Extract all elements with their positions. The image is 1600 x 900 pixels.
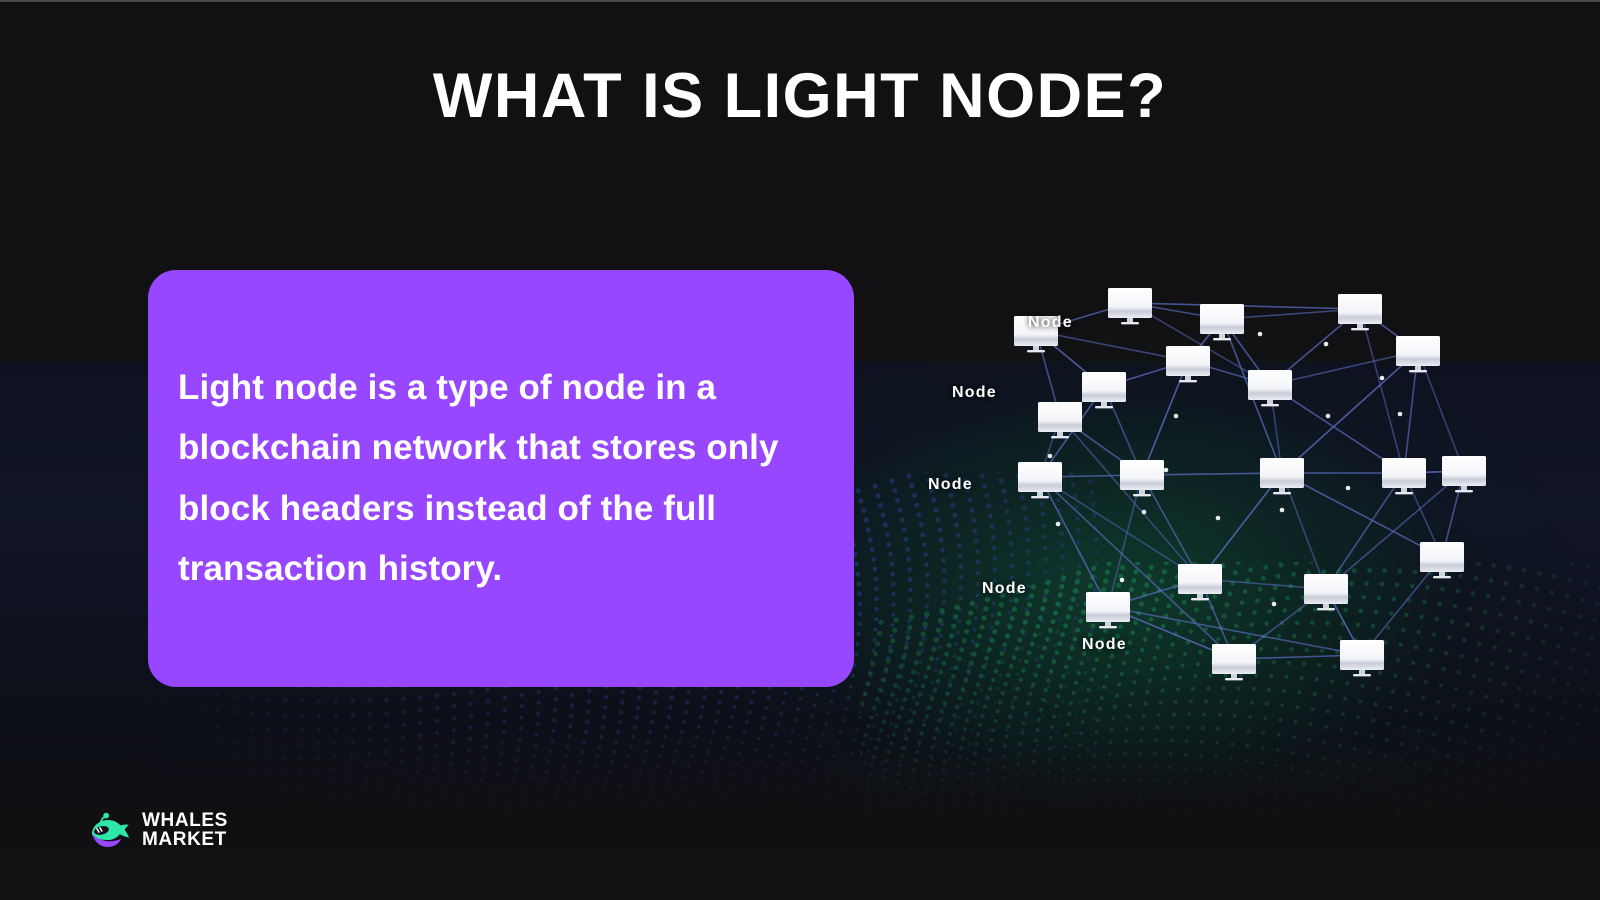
network-node-monitor [1082, 372, 1126, 409]
node-label: Node [1082, 636, 1127, 653]
brand-line-2: MARKET [142, 829, 227, 850]
network-node-monitor [1396, 336, 1440, 373]
background-bottom-fade [0, 750, 1600, 900]
network-node-monitor [1038, 402, 1082, 439]
node-label: Node [952, 384, 997, 401]
network-node-monitor [1108, 288, 1152, 325]
network-node-monitor [1200, 304, 1244, 341]
network-node-monitor [1212, 644, 1256, 681]
network-node-monitor [1166, 346, 1210, 383]
description-card: Light node is a type of node in a blockc… [148, 270, 854, 687]
page-title: WHAT IS LIGHT NODE? [432, 61, 1168, 131]
network-diagram [930, 274, 1486, 681]
network-node-monitor [1260, 458, 1304, 495]
node-label: Node [1028, 314, 1073, 331]
network-node-monitor [1442, 456, 1486, 493]
node-label: Node [982, 580, 1027, 597]
network-node-monitor [1120, 460, 1164, 497]
network-node-monitor [1382, 458, 1426, 495]
network-node-monitor [1018, 462, 1062, 499]
network-node-monitor [1338, 294, 1382, 331]
whale-icon [88, 810, 132, 852]
network-node-monitor [1178, 564, 1222, 601]
brand-wordmark: WHALES MARKET [142, 810, 228, 850]
network-node-monitor [1086, 592, 1130, 629]
network-node-monitor [1014, 316, 1058, 353]
network-node-monitor [1304, 574, 1348, 611]
network-node-monitor [1248, 370, 1292, 407]
network-node-monitor [1420, 542, 1464, 579]
node-label: Node [928, 476, 973, 493]
brand-logo: WHALES MARKET [88, 810, 228, 852]
brand-line-1: WHALES [142, 810, 228, 832]
description-text: Light node is a type of node in a blockc… [178, 368, 779, 588]
network-node-monitor [1340, 640, 1384, 677]
